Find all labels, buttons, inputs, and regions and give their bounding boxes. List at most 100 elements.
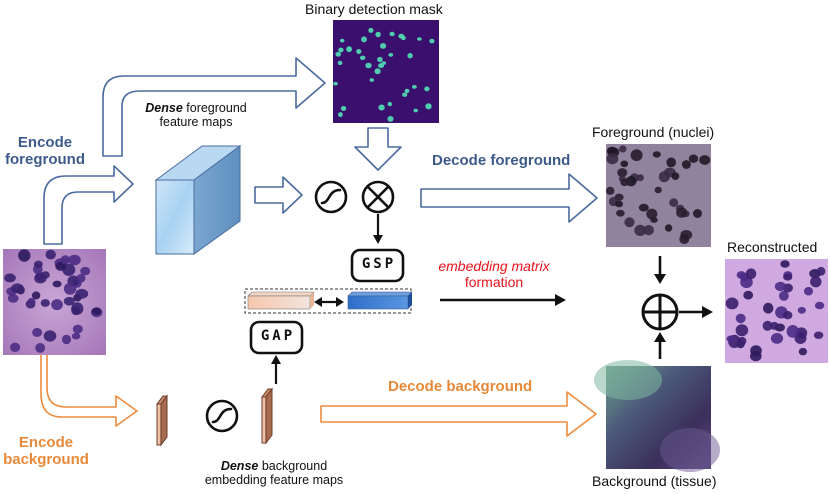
texture-dot [735,324,749,337]
texture-dot [664,224,673,232]
texture-dot [381,61,387,65]
sigmoid-background-icon [205,399,239,433]
texture-dot [671,172,680,181]
gap-box [249,320,304,355]
texture-dot [35,343,46,353]
texture-dot [18,249,31,262]
encode-foreground-label-line2: foreground [5,151,85,169]
texture-dot [774,281,787,292]
texture-dot [4,273,16,283]
texture-dot [387,116,394,122]
decode-background-arrow [320,391,597,437]
texture-dot [780,260,790,268]
embedding-matrix-label-line1: embedding matrix [438,258,550,274]
texture-dot [388,53,394,57]
texture-dot [52,280,62,288]
cube-to-ops-arrow [254,176,303,214]
input-tissue-image [3,249,106,355]
texture-dot [654,186,662,194]
foreground-cells [606,145,711,245]
texture-dot [804,286,813,296]
foreground-embedding-bar [347,295,409,310]
add-icon [641,293,679,331]
texture-dot [43,330,57,342]
dense-background-label-line2: embedding feature maps [204,473,344,488]
texture-dot [10,342,21,352]
sigmoid-icon [314,180,348,214]
texture-dot [617,168,628,178]
texture-dot [404,88,410,94]
texture-dot [68,254,81,266]
texture-dot [369,78,374,82]
texture-dot [389,31,395,37]
gsp-box [350,248,405,283]
texture-dot [335,51,342,57]
texture-dot [60,255,71,265]
texture-dot [375,31,381,38]
reconstructed-label: Reconstructed [727,239,818,255]
gap-label: GAP [260,328,296,344]
texture-dot [407,53,413,59]
texture-dot [378,104,385,111]
texture-dot [76,274,86,283]
texture-dot [413,108,419,113]
texture-dot [337,60,343,66]
reconstructed-image [725,259,828,363]
texture-dot [745,268,757,280]
mask-title: Binary detection mask [305,1,443,17]
texture-dot [725,297,739,310]
texture-dot [333,81,338,86]
texture-dot [340,106,347,111]
texture-dot [27,297,36,306]
texture-dot [658,171,670,183]
texture-dot [620,160,629,168]
texture-dot [810,276,822,288]
texture-dot [783,311,793,320]
texture-dot [606,186,615,195]
texture-dot [80,266,91,276]
texture-dot [762,320,773,331]
texture-dot [786,325,799,338]
texture-dot [398,33,405,39]
texture-dot [797,306,806,314]
texture-dot [643,225,654,236]
texture-dot [676,207,688,218]
encode-foreground-label: Encode foreground [0,134,90,169]
texture-dot [606,153,619,165]
texture-dot [630,149,643,162]
texture-dot [377,56,383,63]
texture-dot [743,290,754,300]
texture-dot [61,334,72,345]
texture-dot [666,157,676,168]
embedding-formation-arrow [440,294,566,306]
bg-to-gap-arrow [271,355,281,384]
mask-nuclei-dots [333,27,435,122]
texture-dot [72,324,83,334]
encode-foreground-arrow-up [102,57,326,157]
gsp-label: GSP [361,256,397,272]
texture-dot [638,203,649,212]
texture-dot [425,103,432,110]
texture-dot [619,145,627,153]
texture-dot [380,43,387,49]
texture-dot [387,101,392,107]
texture-dot [91,307,102,316]
texture-dot [763,302,774,314]
texture-dot [783,273,793,281]
multiply-to-gsp-arrow [373,214,383,244]
texture-dot [679,234,690,245]
background-feature-slab-left [156,394,168,447]
mask-down-arrow [354,127,402,171]
multiply-icon [361,180,395,214]
texture-dot [424,86,430,92]
texture-dot [402,92,408,97]
dense-foreground-label-line2: feature maps [159,115,233,130]
reconstructed-cells [725,260,826,362]
texture-dot [34,260,43,268]
texture-dot [688,154,699,163]
embedding-matrix-label-line2: formation [464,274,524,291]
foreground-nuclei-image [606,144,711,247]
texture-dot [361,36,367,43]
texture-dot [32,327,43,337]
